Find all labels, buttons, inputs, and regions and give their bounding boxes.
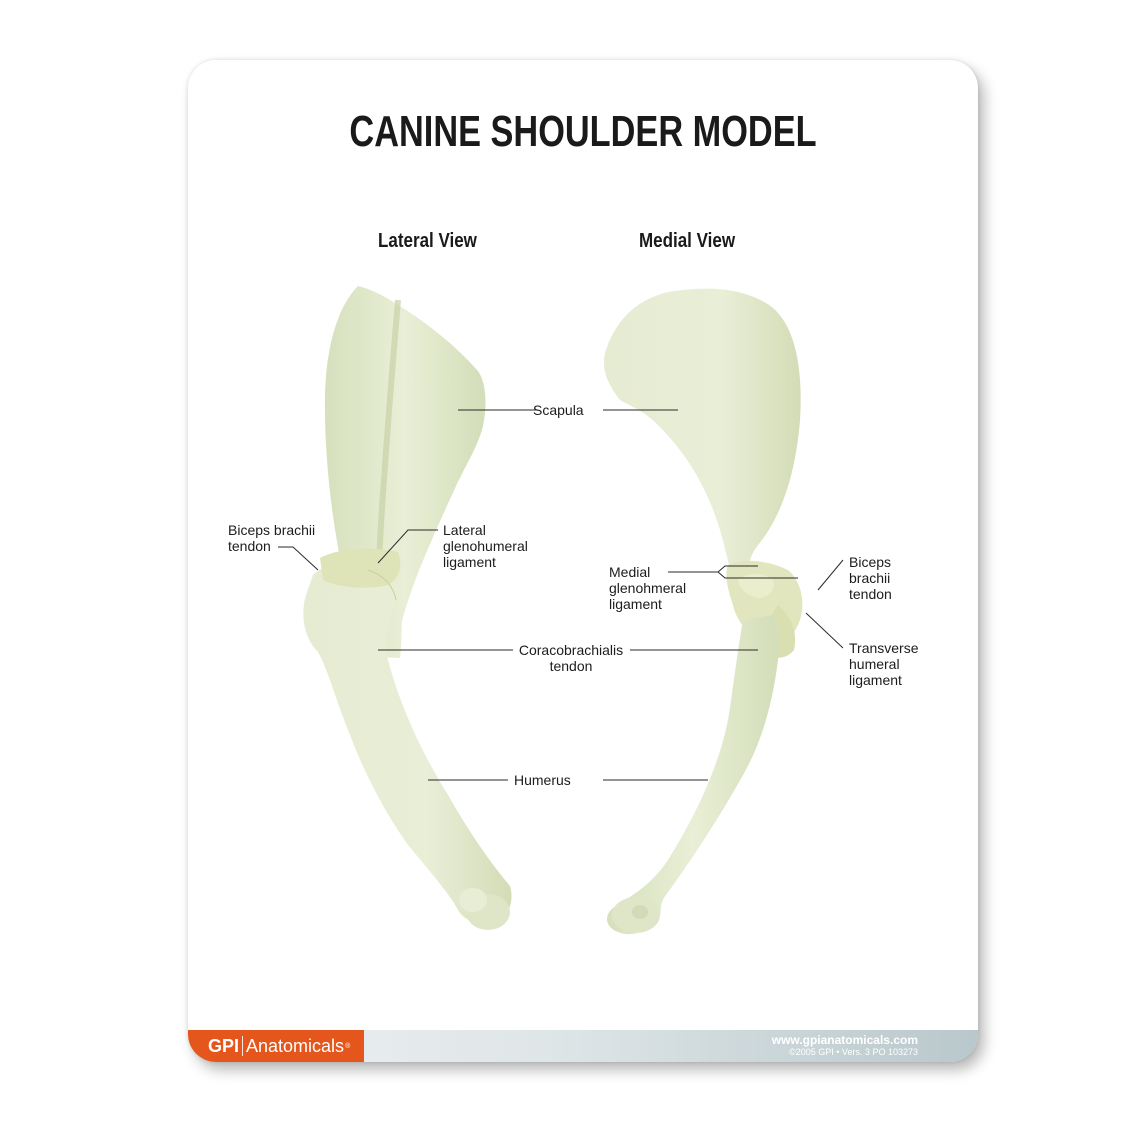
label-line: Medial <box>609 564 651 580</box>
label-line: Lateral <box>443 522 486 538</box>
label-line: tendon <box>849 586 892 602</box>
lateral-humerus <box>303 561 512 930</box>
medial-humerus <box>606 615 779 935</box>
page-title: CANINE SHOULDER MODEL <box>349 107 817 156</box>
label-line: Transverse <box>849 640 919 656</box>
label-line: Biceps <box>849 554 892 570</box>
label-medial-biceps-brachii-tendon: Biceps brachii tendon <box>849 554 892 602</box>
label-scapula: Scapula <box>533 402 584 418</box>
lateral-view-heading: Lateral View <box>378 230 477 252</box>
label-line: ligament <box>443 554 496 570</box>
lateral-joint <box>320 548 401 601</box>
label-line: ligament <box>849 672 902 688</box>
brand-gpi: GPI <box>208 1035 240 1056</box>
website-link[interactable]: www.gpianatomicals.com <box>771 1033 918 1047</box>
brand-anatomicals: Anatomicals <box>246 1035 345 1056</box>
footer-info: www.gpianatomicals.com ©2005 GPI • Vers.… <box>772 1034 918 1058</box>
label-line: glenohmeral <box>609 580 687 596</box>
label-coracobrachialis: Coracobrachialis tendon <box>506 642 636 674</box>
label-line: ligament <box>609 596 662 612</box>
footer-bar: GPI Anatomicals ® www.gpianatomicals.com… <box>188 1030 978 1062</box>
anatomy-card: CANINE SHOULDER MODEL Lateral View Media… <box>188 60 978 1062</box>
label-coracobrachialis-line1: Coracobrachialis <box>518 642 624 658</box>
copyright-text: ©2005 GPI • Vers. 3 PO 103273 <box>789 1047 918 1057</box>
label-line: tendon <box>228 538 271 554</box>
medial-scapula <box>603 288 801 575</box>
brand-logo: GPI Anatomicals ® <box>188 1030 364 1062</box>
bone-illustration <box>278 286 844 935</box>
label-line: Biceps brachii <box>228 522 316 538</box>
label-humerus: Humerus <box>514 772 571 788</box>
registered-mark: ® <box>345 1042 351 1050</box>
leader-lines <box>278 409 844 781</box>
label-line: glenohumeral <box>443 538 528 554</box>
label-lateral-biceps-brachii-tendon: Biceps brachii tendon <box>228 522 315 554</box>
brand-divider <box>242 1036 244 1056</box>
label-medial-glenohumeral-ligament: Medial glenohmeral ligament <box>609 564 686 612</box>
label-line: brachii <box>849 570 891 586</box>
label-transverse-humeral-ligament: Transverse humeral ligament <box>849 640 919 688</box>
label-coracobrachialis-line2: tendon <box>549 658 593 674</box>
label-lateral-glenohumeral-ligament: Lateral glenohumeral ligament <box>443 522 528 570</box>
label-line: humeral <box>849 656 900 672</box>
medial-view-heading: Medial View <box>639 230 736 252</box>
